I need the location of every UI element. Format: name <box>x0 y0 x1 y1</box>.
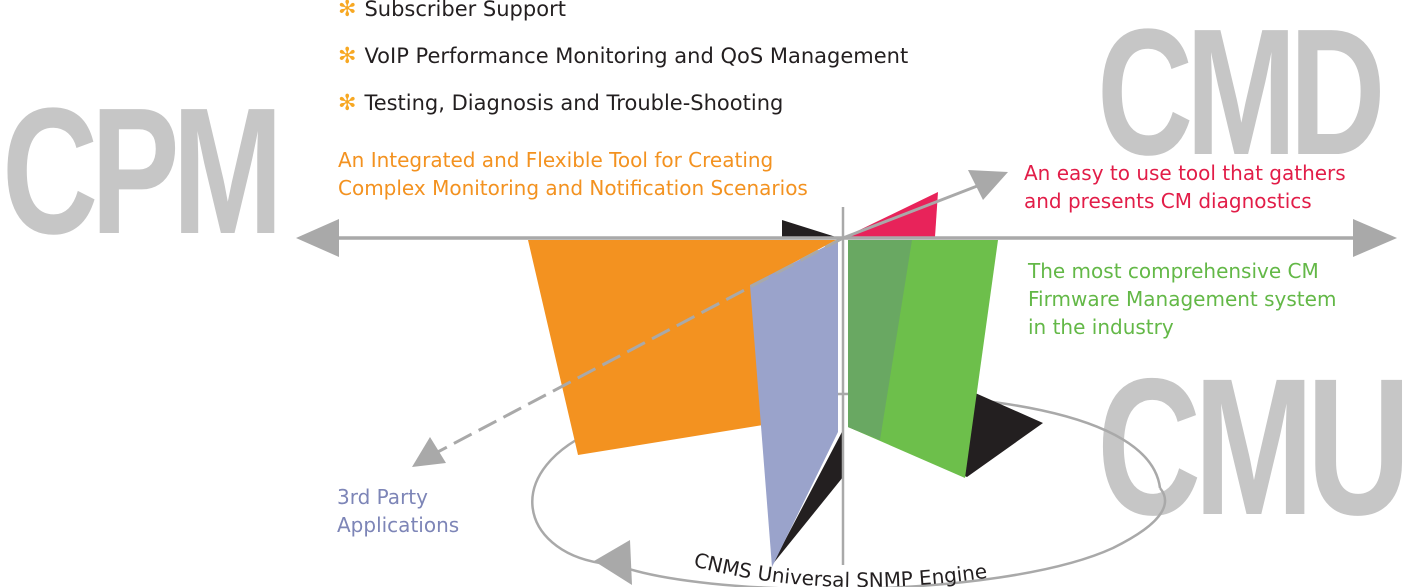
feature-item: ✻Subscriber Support <box>338 0 908 33</box>
cmd-description: An easy to use tool that gathers and pre… <box>1024 161 1346 213</box>
feature-item: ✻Testing, Diagnosis and Trouble-Shooting <box>338 91 784 116</box>
asterisk-icon: ✻ <box>338 0 357 22</box>
left-arrowhead <box>296 219 339 257</box>
shadow-bottom-left <box>772 430 843 565</box>
ring-arrowhead <box>594 540 632 585</box>
asterisk-icon: ✻ <box>338 44 357 69</box>
feature-list: ✻Subscriber Support ✻VoIP Performance Mo… <box>338 0 908 127</box>
engine-ring-front <box>611 487 1167 587</box>
cpm-logo: CPM <box>2 71 283 272</box>
cpm-description: An Integrated and Flexible Tool for Crea… <box>338 148 808 200</box>
orange-plane <box>528 240 836 455</box>
diagonal-arrowhead-lower <box>412 437 446 467</box>
diagonal-arrowhead-upper <box>968 170 1008 200</box>
third-party-label: 3rd Party Applications <box>337 485 460 537</box>
cmu-description: The most comprehensive CM Firmware Manag… <box>1028 259 1337 339</box>
green-plane-overlap <box>848 240 912 440</box>
asterisk-icon: ✻ <box>338 91 357 116</box>
diagonal-axis-lower <box>431 236 844 457</box>
right-arrowhead <box>1353 219 1397 257</box>
red-plane <box>845 192 938 237</box>
blue-plane <box>750 240 838 567</box>
feature-item: ✻VoIP Performance Monitoring and QoS Man… <box>338 44 909 69</box>
diagonal-axis-upper <box>842 181 986 240</box>
cmd-logo: CMD <box>1097 0 1386 193</box>
shadow-top-left <box>782 220 836 237</box>
engine-label: CNMS Universal SNMP Engine <box>692 548 989 587</box>
cmu-logo: CMU <box>1097 338 1403 556</box>
